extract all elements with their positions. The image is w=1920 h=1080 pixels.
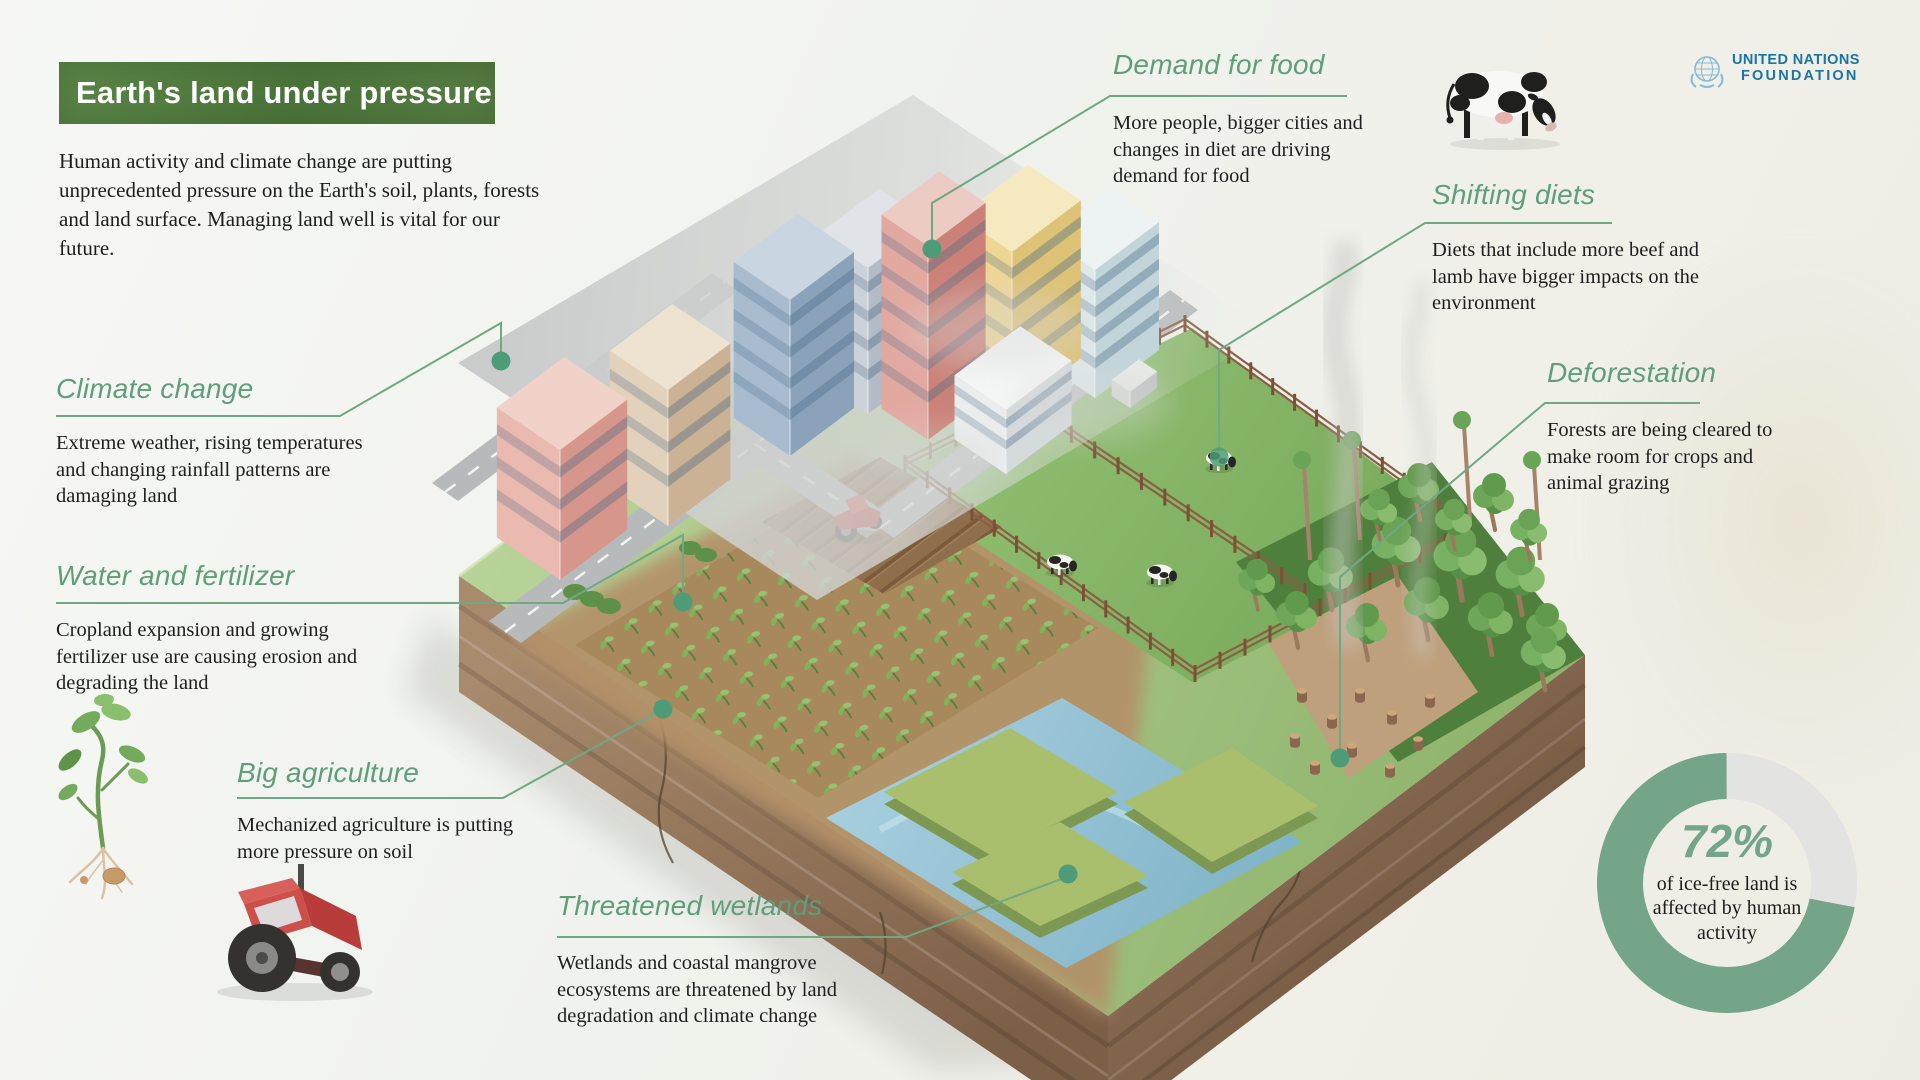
tree: [1495, 546, 1545, 618]
body-climate-change: Extreme weather, rising temperatures and…: [56, 432, 363, 508]
smoke-columns: [1321, 239, 1436, 658]
callout-line-demand-food: [931, 95, 1347, 240]
intro-text: Human activity and climate change are pu…: [59, 149, 540, 260]
callout-dot-shifting-diets: [1209, 447, 1229, 467]
tree: [1360, 488, 1398, 542]
tree: [1473, 473, 1514, 533]
tree: [1276, 591, 1317, 651]
marsh-islands: [884, 728, 1318, 938]
plant-tuber: [102, 867, 126, 885]
callout-dot-demand-food: [922, 239, 942, 259]
logo-line1: UNITED NATIONS: [1732, 52, 1860, 68]
tree: [1238, 558, 1276, 612]
heading-demand-food: Demand for food: [1113, 49, 1325, 80]
callout-dot-climate-change: [491, 351, 511, 371]
cow-icon: [1446, 71, 1560, 150]
callout-line-shifting-diets: [1218, 222, 1612, 448]
heading-climate-change: Climate change: [56, 373, 254, 404]
callout-dot-threatened-wetlands: [1058, 864, 1078, 884]
building-pink: [496, 357, 628, 580]
body-deforestation: Forests are being cleared to make room f…: [1547, 419, 1773, 495]
body-big-agriculture: Mechanized agriculture is putting more p…: [237, 814, 514, 863]
callout-line-water-fertilizer: [56, 533, 684, 604]
heading-shifting-diets: Shifting diets: [1432, 179, 1596, 210]
hedges: [563, 541, 717, 614]
heading-threatened-wetlands: Threatened wetlands: [557, 890, 823, 921]
logo-line2: FOUNDATION: [1741, 68, 1859, 84]
tree-stumps: [1290, 688, 1435, 778]
body-water-fertilizer: Cropland expansion and growing fertilize…: [56, 619, 358, 695]
stat-caption: of ice-free land is affected by human ac…: [1652, 873, 1802, 944]
title-banner: Earth's land under pressure: [59, 62, 495, 124]
stat-value: 72%: [1680, 815, 1774, 867]
donut-chart: [1597, 753, 1857, 1013]
tree: [1371, 516, 1421, 588]
callout-line-climate-change: [56, 321, 502, 417]
tree: [1510, 508, 1548, 562]
building-beige: [609, 304, 731, 526]
callout-line-big-agriculture: [237, 710, 661, 799]
body-demand-food: More people, bigger cities and changes i…: [1113, 112, 1363, 188]
heading-big-agriculture: Big agriculture: [237, 757, 419, 788]
plant-leaves: [58, 693, 148, 801]
callout-line-threatened-wetlands: [557, 877, 1065, 938]
tree: [1433, 525, 1487, 603]
page-title: Earth's land under pressure: [76, 75, 492, 110]
callout-dot-deforestation: [1330, 748, 1350, 768]
tractor-icon: [217, 864, 373, 1001]
tree: [1467, 592, 1513, 658]
haze-puffs: [865, 290, 1170, 485]
un-emblem-icon: [1690, 56, 1724, 88]
building-glass: [733, 213, 854, 456]
tree: [1520, 627, 1566, 693]
heading-deforestation: Deforestation: [1547, 357, 1717, 388]
cow: [1146, 564, 1177, 587]
un-foundation-wordmark: UNITED NATIONS FOUNDATION: [1732, 52, 1860, 84]
donut-affected-segment: [1597, 753, 1857, 1013]
cliff-right: [1108, 655, 1585, 1080]
callout-dot-big-agriculture: [653, 699, 673, 719]
heading-water-fertilizer: Water and fertilizer: [56, 560, 295, 591]
plant-sprout-icon: [58, 693, 148, 900]
cow: [1046, 554, 1077, 577]
body-threatened-wetlands: Wetlands and coastal mangrove ecosystems…: [557, 952, 838, 1028]
callout-line-deforestation: [1339, 402, 1700, 749]
tree: [1435, 498, 1473, 552]
body-shifting-diets: Diets that include more beef and lamb ha…: [1432, 239, 1699, 315]
callout-dot-water-fertilizer: [673, 592, 693, 612]
un-foundation-logo: UNITED NATIONS FOUNDATION: [1688, 52, 1860, 90]
